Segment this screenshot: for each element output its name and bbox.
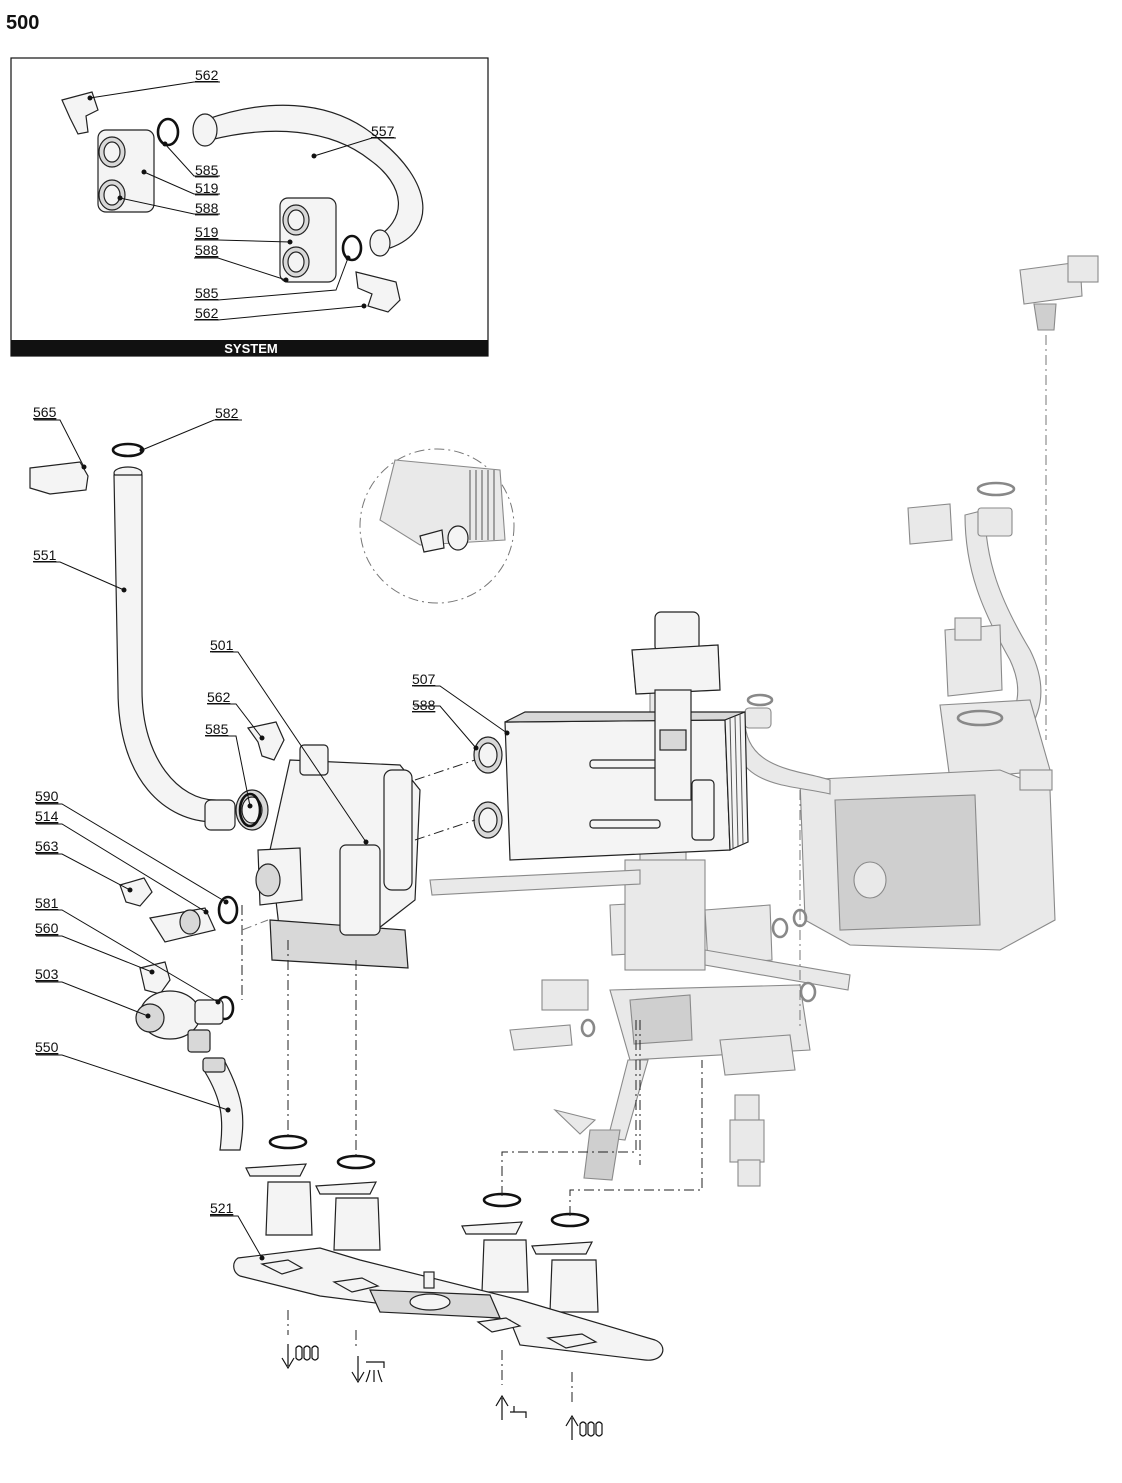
label-588: 588 [412, 697, 436, 713]
label-582: 582 [215, 405, 239, 421]
clip-560 [139, 961, 171, 995]
heating-flow-out-icon [281, 1344, 319, 1370]
o-ring-585-bottom [341, 234, 363, 262]
drain-elbow-550 [202, 1057, 244, 1151]
label-503: 503 [35, 966, 59, 982]
page-number: 500 [6, 12, 39, 34]
pressure-switch [1019, 255, 1099, 740]
clip-563 [119, 877, 153, 907]
heating-return-in-icon [565, 1414, 603, 1440]
system-inset: SYSTEM [10, 57, 489, 357]
cold-water-in-icon [495, 1394, 527, 1420]
label-550: 550 [35, 1039, 59, 1055]
mounting-bracket-521 [233, 1247, 664, 1361]
hydraulic-body-501 [235, 744, 421, 969]
diverter-actuator [631, 611, 721, 841]
pipe-551 [111, 442, 236, 831]
connector-housing-left [97, 129, 155, 213]
pump-assembly-ghost [731, 481, 1056, 951]
label-590: 590 [35, 788, 59, 804]
inset-label-588-bottom: 588 [195, 242, 219, 258]
label-562: 562 [207, 689, 231, 705]
label-507: 507 [412, 671, 436, 687]
label-521: 521 [210, 1200, 234, 1216]
label-581: 581 [35, 895, 59, 911]
clip-565 [29, 461, 89, 495]
clip-562 [246, 721, 285, 761]
inset-title-bar [11, 340, 488, 356]
fill-valve-503 [135, 990, 224, 1053]
label-585: 585 [205, 721, 229, 737]
clip-562-top [61, 91, 99, 135]
label-563: 563 [35, 838, 59, 854]
inset-label-519-top: 519 [195, 180, 219, 196]
inset-label-588-top: 588 [195, 200, 219, 216]
inset-label-585-top: 585 [195, 162, 219, 178]
o-ring-590 [217, 895, 239, 925]
hot-water-out-icon [351, 1356, 385, 1384]
label-514: 514 [35, 808, 59, 824]
sensor-514 [149, 907, 216, 943]
label-551: 551 [33, 547, 57, 563]
label-565: 565 [33, 404, 57, 420]
connector-housing-right [279, 197, 337, 283]
bottom-fittings [245, 1134, 599, 1313]
label-560: 560 [35, 920, 59, 936]
o-ring-585-top [156, 117, 180, 147]
inset-label-519-bottom: 519 [195, 224, 219, 240]
o-ring-585 [238, 792, 262, 828]
inset-label-562-bottom: 562 [195, 305, 219, 321]
inset-title: SYSTEM [224, 341, 277, 356]
inset-label-562-top: 562 [195, 67, 219, 83]
inset-label-585-bottom: 585 [195, 285, 219, 301]
o-ring-582 [111, 442, 145, 458]
label-501: 501 [210, 637, 234, 653]
detail-callout-circle [359, 448, 515, 604]
hydraulic-block-ghost [394, 611, 851, 1187]
clip-562-bottom [355, 271, 401, 313]
inset-label-557: 557 [371, 123, 395, 139]
